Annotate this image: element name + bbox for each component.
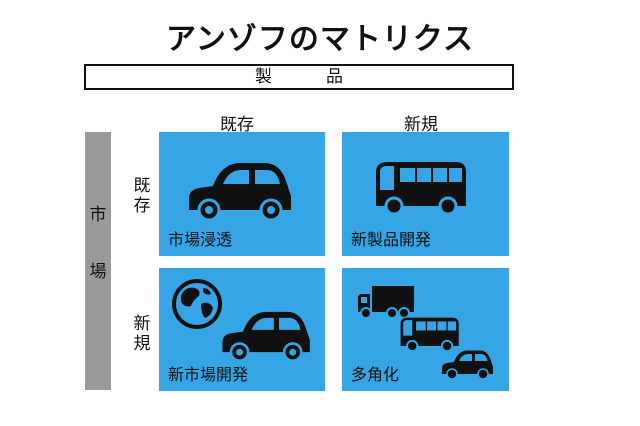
bus-icon: [400, 317, 459, 353]
cell-market-development: 新市場開発: [159, 268, 325, 391]
cell-label-diversification: 多角化: [351, 365, 400, 384]
bus-icon: [376, 162, 466, 216]
market-axis-label-2: 場: [89, 262, 107, 282]
cell-label-market-penetration: 市場浸透: [168, 230, 233, 249]
car-icon: [442, 350, 493, 380]
car-icon: [222, 311, 310, 362]
product-axis-label: 製品: [255, 67, 397, 87]
cell-product-development: 新製品開発: [342, 132, 509, 256]
cell-label-market-development: 新市場開発: [168, 365, 249, 384]
globe-icon: [172, 279, 222, 329]
product-axis-bar: 製品: [84, 64, 514, 90]
column-header-new: 新規: [404, 115, 438, 135]
column-header-existing: 既存: [220, 115, 254, 135]
car-icon: [189, 163, 291, 222]
truck-icon: [358, 286, 414, 319]
row-header-existing: 既存: [133, 176, 151, 216]
cell-label-product-development: 新製品開発: [351, 230, 432, 249]
matrix-title: アンゾフのマトリクス: [166, 22, 474, 57]
market-axis-label-1: 市: [89, 205, 107, 225]
cell-market-penetration: 市場浸透: [159, 132, 325, 256]
market-axis-bar: [85, 132, 111, 390]
cell-diversification: 多角化: [342, 268, 509, 391]
row-header-new: 新規: [133, 314, 151, 354]
